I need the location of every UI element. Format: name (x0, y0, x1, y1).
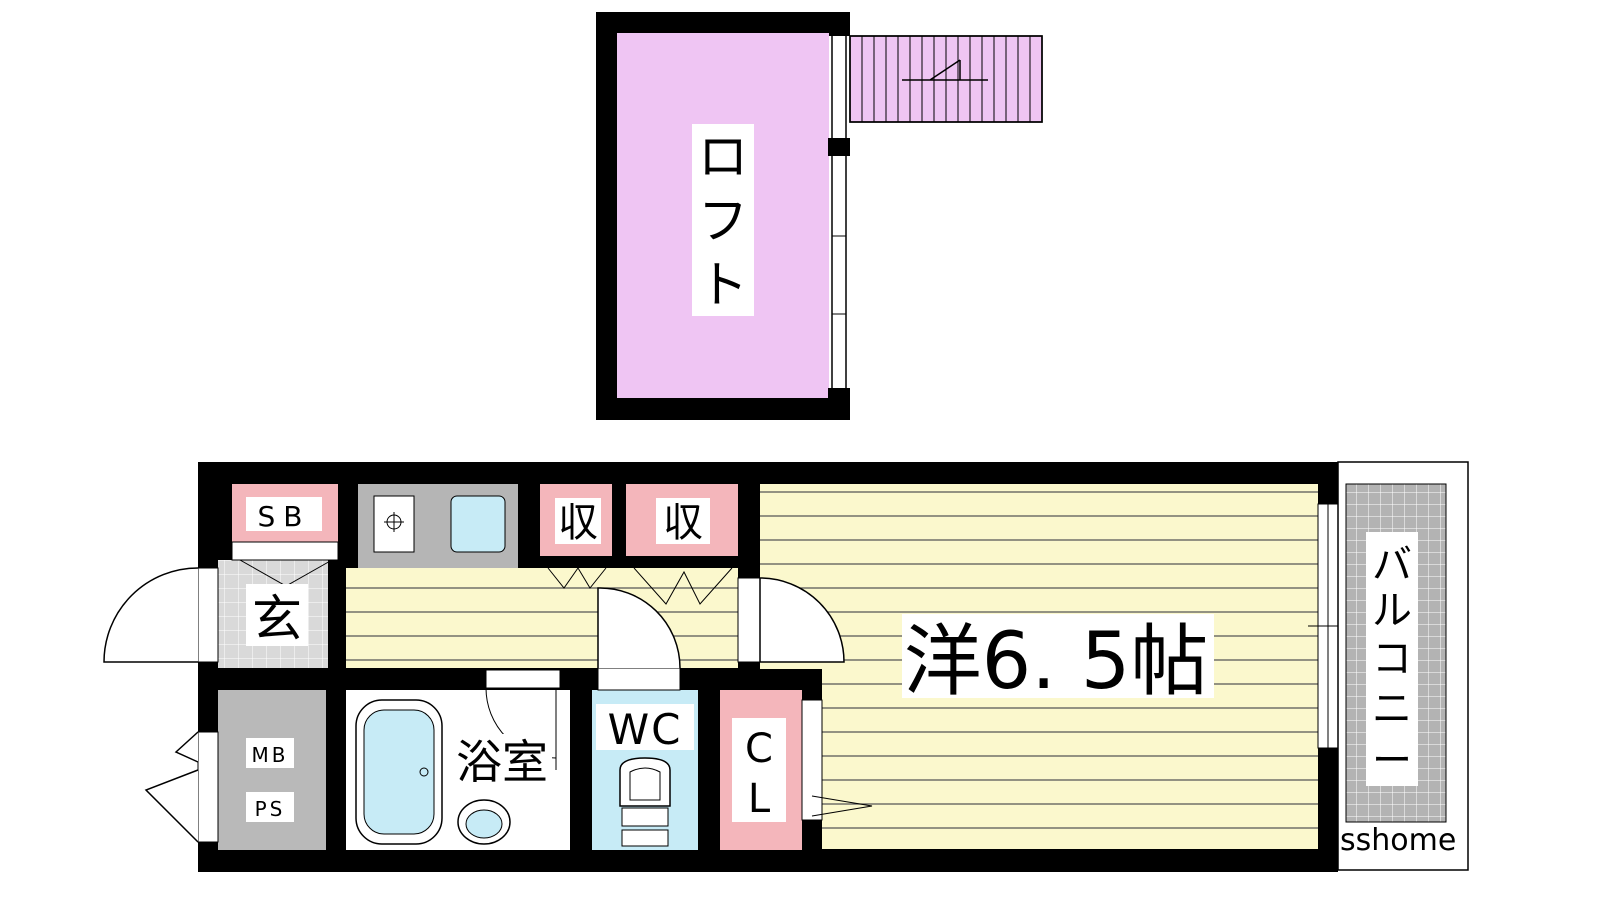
loft-ladder (849, 35, 1043, 123)
loft-label-1: ロ (698, 128, 748, 186)
shoe-box-label: SB (258, 500, 311, 533)
room-door (759, 577, 845, 663)
balcony-label-2: ル (1372, 588, 1412, 634)
storage-2-label: 収 (663, 500, 703, 546)
pipe-space-label: PS (255, 797, 286, 821)
toilet-icon (619, 757, 671, 807)
loft-label-3: ト (698, 256, 748, 314)
meter-box-pipe-space (218, 690, 326, 850)
toilet-label: WC (608, 705, 683, 754)
loft-label-2: フ (698, 192, 748, 250)
watermark-text: sshome (1340, 823, 1456, 858)
closet-label-2: L (748, 776, 771, 822)
balcony-label-5: ー (1372, 738, 1412, 784)
balcony-label-1: バ (1372, 542, 1412, 588)
loft: ロ フ ト (596, 12, 850, 420)
meter-box-label: MB (252, 743, 289, 767)
closet-label-1: C (745, 726, 773, 772)
balcony-label-4: ニ (1372, 686, 1412, 732)
western-room-label: 洋6. 5帖 (904, 617, 1209, 707)
toilet-door (597, 587, 681, 669)
bathroom-label: 浴室 (456, 735, 548, 789)
balcony-label-3: コ (1372, 636, 1412, 682)
entrance-door (103, 567, 199, 663)
sink-icon (450, 495, 506, 553)
entrance-label: 玄 (252, 590, 302, 648)
storage-1-label: 収 (558, 500, 598, 546)
